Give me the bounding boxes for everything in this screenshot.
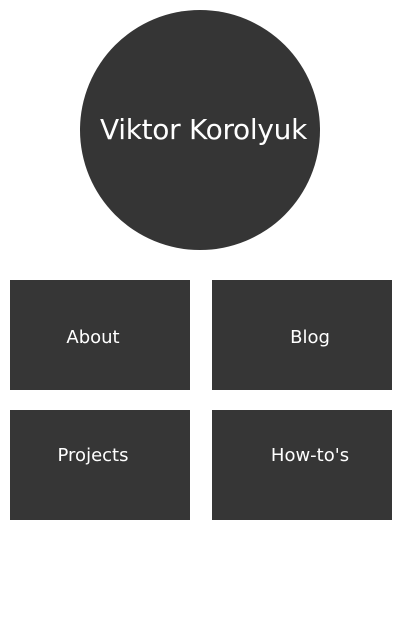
nav-tile-about[interactable]: About [10,280,190,390]
site-owner-name: Viktor Korolyuk [100,113,307,146]
nav-tile-howtos-label: How-to's [270,445,350,466]
nav-tile-blog-label: Blog [290,327,330,348]
nav-tile-about-label: About [66,327,120,348]
nav-tile-projects-label: Projects [57,445,129,466]
home-logo-circle[interactable]: Viktor Korolyuk [80,10,320,250]
nav-tile-blog[interactable]: Blog [212,280,392,390]
nav-tile-howtos[interactable]: How-to's [212,410,392,520]
nav-tile-projects[interactable]: Projects [10,410,190,520]
